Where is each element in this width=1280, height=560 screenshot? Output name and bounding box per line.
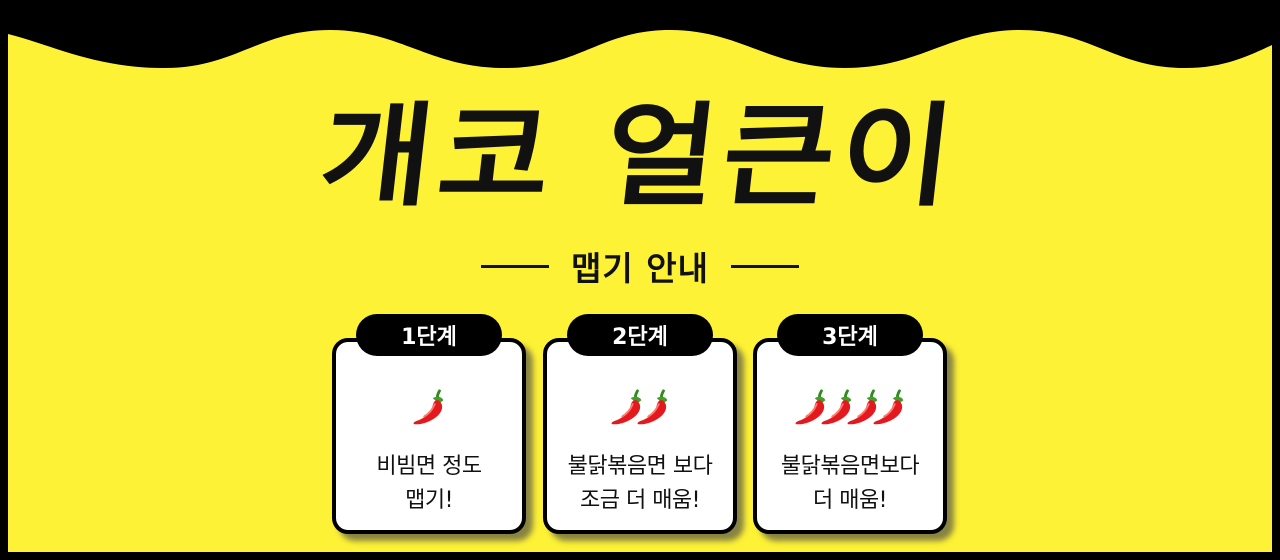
description-line: 조금 더 매움!	[579, 488, 701, 513]
chili-pepper-icon	[795, 389, 826, 425]
level-description: 불닭볶음면보다 더 매움!	[757, 450, 943, 518]
subtitle-row: 맵기 안내	[0, 238, 1280, 294]
right-divider	[730, 264, 799, 268]
description-line: 맵기!	[405, 488, 453, 513]
level-card-body: 불닭볶음면보다 더 매움!	[753, 338, 947, 534]
pepper-row	[336, 386, 522, 430]
subtitle: 맵기 안내	[571, 249, 709, 288]
description-line: 비빔면 정도	[376, 454, 482, 479]
level-description: 불닭볶음면 보다 조금 더 매움!	[547, 450, 733, 518]
level-badge: 2단계	[567, 314, 713, 356]
chili-pepper-icon	[413, 389, 444, 425]
level-card-body: 불닭볶음면 보다 조금 더 매움!	[543, 338, 737, 534]
level-card-body: 비빔면 정도 맵기!	[332, 338, 526, 534]
level-badge: 3단계	[777, 314, 923, 356]
chili-pepper-icon	[611, 389, 642, 425]
description-line: 더 매움!	[812, 488, 888, 513]
chili-pepper-icon	[847, 389, 878, 425]
left-divider	[481, 264, 550, 268]
pepper-row	[547, 386, 733, 430]
page-title: 개코 얼큰이	[313, 92, 967, 222]
level-badge: 1단계	[356, 314, 502, 356]
description-line: 불닭볶음면보다	[780, 454, 920, 479]
chili-pepper-icon	[873, 389, 904, 425]
description-line: 불닭볶음면 보다	[567, 454, 713, 479]
chili-pepper-icon	[821, 389, 852, 425]
level-description: 비빔면 정도 맵기!	[336, 450, 522, 518]
chili-pepper-icon	[637, 389, 668, 425]
pepper-row	[757, 386, 943, 430]
